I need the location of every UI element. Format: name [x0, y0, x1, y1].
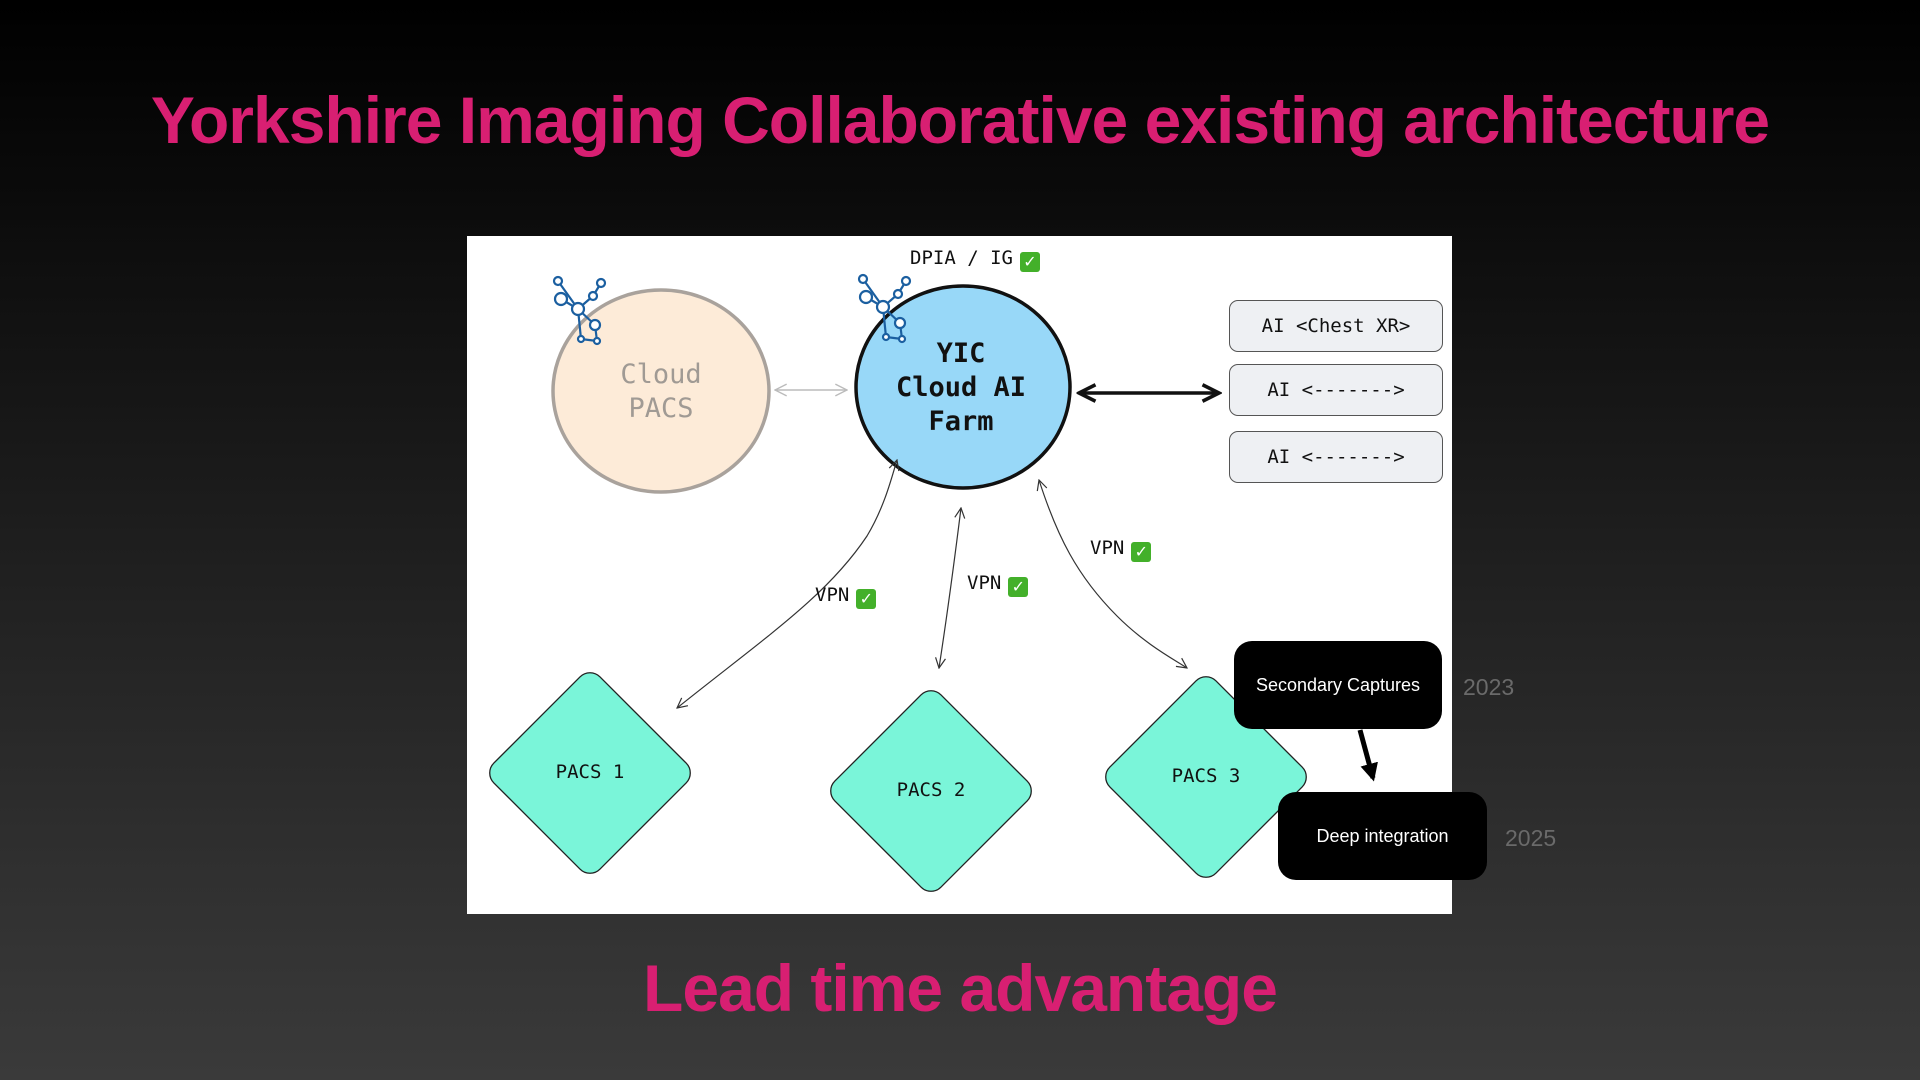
- secondary-captures-box: Secondary Captures: [1234, 641, 1442, 729]
- vpn-label: VPN✓: [967, 572, 1029, 597]
- check-icon: ✓: [1019, 252, 1040, 272]
- network-icon: [552, 275, 607, 346]
- architecture-diagram: DPIA / IG✓ Cloud PACS YIC Cloud AI Farm …: [467, 236, 1487, 914]
- check-icon: ✓: [1008, 577, 1029, 597]
- pacs-1-label: PACS 1: [555, 761, 625, 783]
- integration-progress-arrow: [1357, 729, 1378, 782]
- year-2023-label: 2023: [1463, 674, 1515, 700]
- slide-subtitle: Lead time advantage: [643, 951, 1278, 1025]
- diagram-canvas: [489, 273, 1378, 892]
- vpn-arrow-pacs-1: [677, 460, 897, 708]
- deep-integration-box: Deep integration: [1278, 792, 1487, 880]
- year-2025-label: 2025: [1505, 825, 1557, 851]
- pacs-1-node: [489, 672, 691, 874]
- pacs-2-label: PACS 2: [896, 779, 966, 801]
- ai-model-box: AI <------->: [1229, 431, 1443, 483]
- vpn-arrow-pacs-2: [939, 508, 961, 668]
- vpn-label: VPN✓: [815, 584, 877, 609]
- slide-title: Yorkshire Imaging Collaborative existing…: [150, 83, 1770, 157]
- network-icon: [857, 273, 912, 344]
- ai-model-box: AI <Chest XR>: [1229, 300, 1443, 352]
- check-icon: ✓: [1131, 542, 1152, 562]
- ai-farm-node: [854, 284, 1072, 490]
- cloud-pacs-label: Cloud PACS: [620, 359, 702, 424]
- ai-model-box: AI <------->: [1229, 364, 1443, 416]
- ai-farm-label: YIC Cloud AI Farm: [895, 338, 1027, 437]
- pacs-2-node: [830, 690, 1032, 892]
- vpn-label: VPN✓: [1090, 537, 1152, 562]
- cloud-pacs-node: [551, 288, 771, 494]
- check-icon: ✓: [856, 589, 877, 609]
- pacs-3-label: PACS 3: [1171, 765, 1241, 787]
- dpia-ig-label: DPIA / IG✓: [910, 247, 1040, 272]
- vpn-arrow-pacs-3: [1039, 480, 1187, 668]
